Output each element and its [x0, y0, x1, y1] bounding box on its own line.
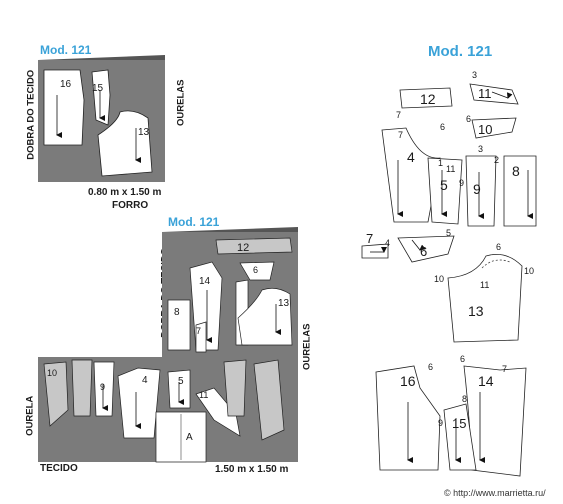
pattern-set — [361, 83, 537, 477]
notch-labels: 3 7 6 7 6 3 1 11 9 2 4 5 6 10 10 11 6 6 … — [385, 70, 534, 428]
pattern-piece-6 — [397, 235, 455, 263]
pattern-piece-15 — [443, 403, 477, 471]
notch-label: 7 — [502, 364, 507, 374]
pattern-label-8: 8 — [512, 163, 520, 179]
bottom-piece-9 — [93, 361, 115, 417]
notch-label: 11 — [480, 280, 489, 290]
bottom-piece-12 — [215, 237, 293, 255]
bottom-piece-6 — [239, 261, 275, 281]
top-fabric-name: FORRO — [112, 200, 149, 211]
bottom-piece-10 — [43, 361, 69, 427]
pattern-set-labels: 12 11 10 4 5 9 8 7 6 13 16 14 15 — [366, 86, 520, 431]
bottom-piece-8 — [167, 299, 191, 351]
notch-label: 10 — [434, 274, 444, 284]
pattern-piece-9 — [465, 155, 497, 227]
notch-label: 3 — [472, 70, 477, 80]
notch-label: 10 — [524, 266, 534, 276]
bottom-label-14: 14 — [199, 276, 211, 287]
bottom-piece-grey-b — [223, 359, 247, 417]
pattern-label-11: 11 — [478, 86, 492, 101]
top-label-16: 16 — [60, 79, 72, 90]
bottom-label-11: 11 — [199, 390, 208, 400]
pattern-piece-13 — [447, 253, 523, 343]
pattern-piece-10 — [471, 117, 517, 139]
notch-label: 3 — [478, 144, 483, 154]
bottom-label-9: 9 — [100, 382, 105, 392]
top-piece-16 — [43, 69, 85, 146]
top-label-13: 13 — [138, 127, 150, 138]
notch-label: 6 — [466, 114, 471, 124]
bottom-label-7: 7 — [196, 326, 201, 336]
pattern-piece-5 — [427, 157, 463, 225]
bottom-fabric-name: TECIDO — [40, 463, 78, 474]
bottom-piece-grey-a — [71, 359, 93, 417]
pattern-piece-8 — [503, 155, 537, 227]
bottom-piece-7b — [195, 321, 207, 353]
bottom-label-5: 5 — [178, 376, 184, 387]
notch-label: 7 — [396, 110, 401, 120]
pattern-label-7: 7 — [366, 231, 373, 246]
pattern-label-16: 16 — [400, 373, 416, 389]
top-layout-model-label: Mod. 121 — [40, 43, 92, 57]
bottom-label-a: A — [186, 432, 193, 443]
bottom-label-13: 13 — [278, 298, 290, 309]
pattern-label-15: 15 — [452, 416, 466, 431]
pattern-label-12: 12 — [420, 91, 436, 107]
bottom-label-4: 4 — [142, 375, 148, 386]
notch-label: 5 — [446, 228, 451, 238]
top-layout: 16 15 13 — [38, 55, 165, 182]
bottom-label-10: 10 — [47, 368, 57, 378]
notch-label: 11 — [446, 164, 455, 174]
bottom-label-12: 12 — [237, 242, 249, 254]
bottom-piece-11 — [195, 387, 241, 437]
notch-label: 2 — [494, 155, 499, 165]
notch-label: 6 — [496, 242, 501, 252]
notch-label: 9 — [459, 178, 464, 188]
notch-label: 4 — [385, 238, 390, 248]
notch-label: 7 — [398, 130, 403, 140]
top-dimensions: 0.80 m x 1.50 m — [88, 187, 162, 198]
notch-label: 1 — [438, 158, 443, 168]
bottom-layout: 12 6 14 7 13 8 5 11 10 9 4 A — [38, 227, 298, 463]
pattern-label-9: 9 — [473, 181, 481, 197]
top-label-15: 15 — [92, 83, 104, 94]
bottom-piece-4 — [117, 367, 161, 439]
bottom-label-8: 8 — [174, 307, 180, 318]
notch-label: 8 — [462, 394, 467, 404]
bottom-piece-grey-c — [253, 359, 285, 441]
top-piece-15 — [91, 69, 111, 126]
bottom-label-6: 6 — [253, 265, 258, 275]
notch-label: 6 — [460, 354, 465, 364]
bottom-dimensions: 1.50 m x 1.50 m — [215, 464, 289, 475]
pattern-label-4: 4 — [407, 149, 415, 165]
pattern-label-13: 13 — [468, 303, 484, 319]
watermark: © http://www.marrietta.ru/ — [444, 488, 546, 498]
pattern-label-10: 10 — [478, 122, 492, 137]
pattern-label-6: 6 — [420, 244, 427, 259]
notch-label: 9 — [438, 418, 443, 428]
notch-label: 6 — [428, 362, 433, 372]
notch-label: 6 — [440, 122, 445, 132]
pattern-set-model-label: Mod. 121 — [428, 43, 493, 60]
pattern-piece-12 — [399, 87, 453, 109]
pattern-piece-11 — [469, 83, 519, 105]
pattern-label-5: 5 — [440, 177, 448, 193]
bottom-layout-model-label: Mod. 121 — [168, 215, 220, 229]
pattern-label-14: 14 — [478, 373, 494, 389]
